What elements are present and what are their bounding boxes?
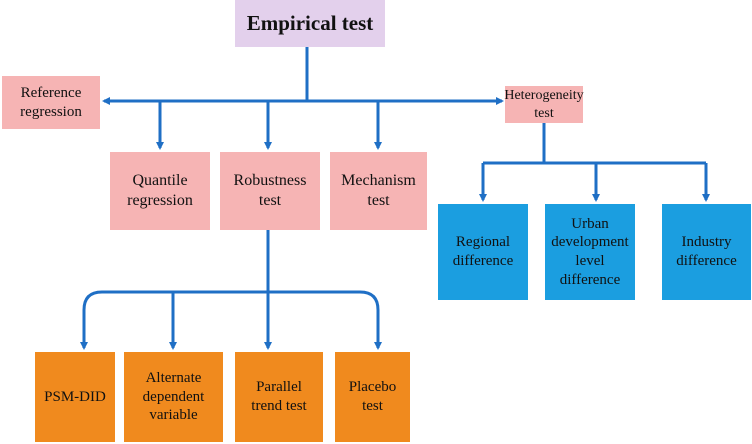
connector-robustness-bus — [82, 290, 380, 311]
node-label-line: PSM-DID — [44, 388, 106, 405]
node-label-line: test — [367, 192, 390, 209]
node-label-line: development — [551, 234, 629, 251]
node-label-line: Industry — [681, 234, 732, 251]
node-label-line: regression — [20, 103, 82, 120]
node-label-line: level — [575, 253, 605, 269]
node-heterogeneity-test: Heterogeneity test — [504, 86, 584, 123]
node-urban-development-level-difference: Urban development level difference — [545, 204, 635, 300]
node-label-line: dependent — [142, 388, 205, 405]
node-label-line: difference — [559, 271, 621, 288]
node-label-line: Parallel — [256, 379, 302, 396]
node-label-line: Mechanism — [341, 172, 416, 189]
node-label-line: variable — [149, 407, 198, 424]
node-psm-did: PSM-DID — [35, 352, 115, 442]
node-robustness-test: Robustness test — [220, 152, 320, 230]
node-regional-difference: Regional difference — [438, 204, 528, 300]
node-label-line: Empirical test — [246, 11, 374, 36]
node-alternate-dependent-variable: Alternate dependent variable — [124, 352, 223, 442]
node-label-line: regression — [127, 192, 193, 209]
node-label-line: Alternate — [145, 369, 202, 386]
node-placebo-test: Placebo test — [335, 352, 410, 442]
node-reference-regression: Reference regression — [2, 76, 100, 129]
node-label-line: test — [534, 105, 554, 121]
node-industry-difference: Industry difference — [662, 204, 751, 300]
node-mechanism-test: Mechanism test — [330, 152, 427, 230]
node-label-line: Quantile — [132, 172, 188, 189]
node-label-line: test — [362, 398, 383, 414]
node-label-line: Robustness — [233, 172, 307, 189]
node-label-line: test — [258, 192, 282, 209]
node-label-line: Heterogeneity — [504, 88, 584, 103]
node-label-line: trend test — [251, 398, 307, 414]
node-parallel-trend-test: Parallel trend test — [235, 352, 323, 442]
node-label-line: difference — [452, 253, 514, 269]
node-quantile-regression: Quantile regression — [110, 152, 210, 230]
node-empirical-test: Empirical test — [235, 0, 385, 47]
node-label-line: Urban — [571, 215, 609, 232]
node-label-line: Reference — [20, 84, 82, 101]
node-label-line: Placebo — [348, 379, 397, 396]
node-label-line: Regional — [455, 234, 511, 251]
node-label-line: difference — [676, 253, 737, 269]
